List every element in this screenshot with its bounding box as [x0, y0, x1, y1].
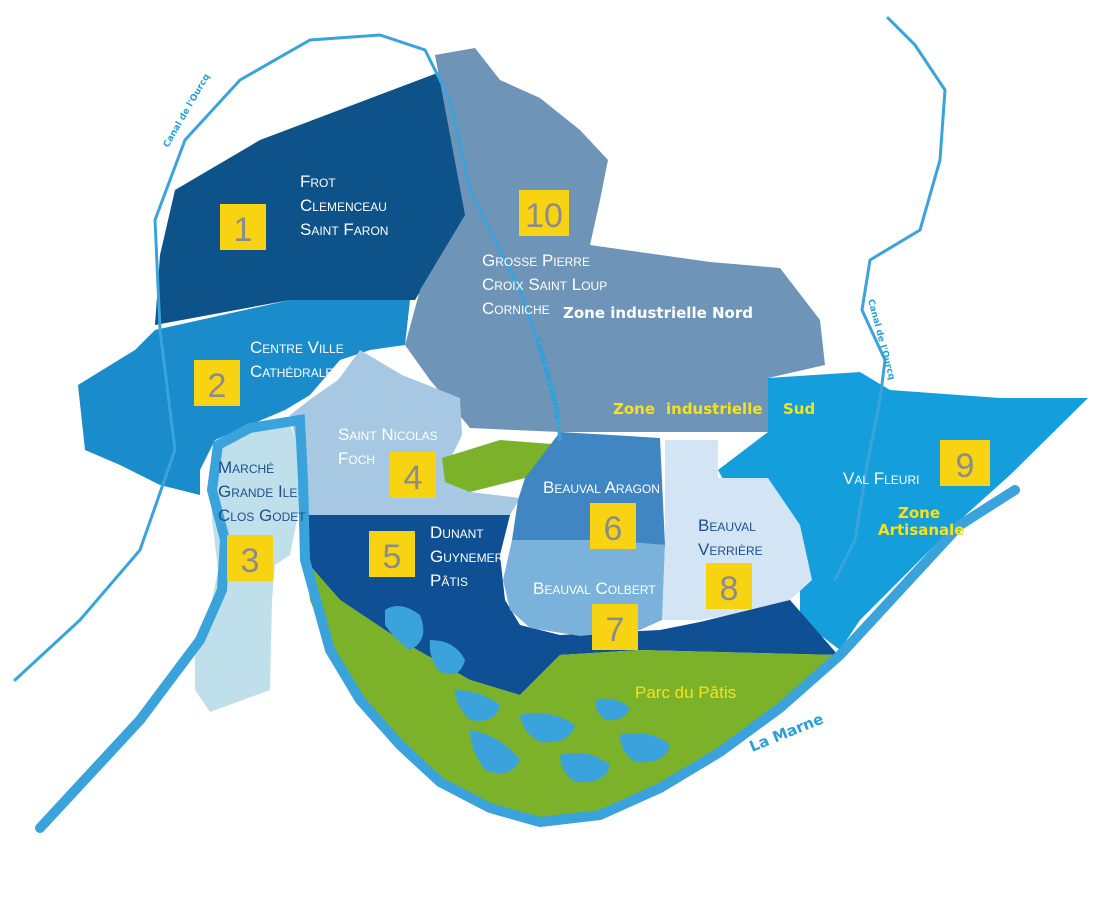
district-1-line-2: Clemenceau: [300, 196, 387, 215]
park-patis-area[interactable]: [305, 560, 838, 820]
district-4-line-1: Saint Nicolas: [338, 425, 438, 444]
district-1-line-1: Frot: [300, 172, 336, 191]
svg-text:6: 6: [604, 510, 623, 548]
svg-text:1: 1: [234, 211, 253, 249]
district-2-badge[interactable]: 2: [194, 360, 240, 406]
canal-east: [833, 16, 947, 582]
river-marne: [35, 414, 1020, 833]
district-2-line-1: Centre Ville: [250, 338, 344, 357]
district-8-line-1: Beauval: [698, 516, 756, 535]
lakes-group: [385, 606, 670, 783]
district-7-line-1: Beauval Colbert: [533, 579, 656, 598]
district-8-line-2: Verrière: [698, 540, 763, 559]
district-1-area[interactable]: [155, 72, 470, 325]
district-5-line-1: Dunant: [430, 523, 484, 542]
district-7-badge[interactable]: 7: [592, 604, 638, 650]
canal-label-3: Canal de l'Ourcq: [865, 298, 896, 381]
canal-west: [13, 33, 562, 682]
svg-text:7: 7: [606, 611, 625, 649]
district-9-line-1: Val Fleuri: [843, 469, 919, 488]
district-2-line-2: Cathédrale: [250, 362, 333, 381]
zone-sud-label-2: industrielle: [666, 400, 763, 418]
zone-nord-label: Zone industrielle Nord: [563, 304, 753, 322]
park-strip-area: [442, 440, 565, 492]
svg-text:9: 9: [956, 447, 975, 485]
district-10-line-2: Croix Saint Loup: [482, 275, 607, 294]
zone-artisanale-label-1: Zone: [898, 504, 940, 522]
district-10-badge[interactable]: 10: [519, 190, 569, 236]
district-4-area[interactable]: [290, 350, 520, 520]
svg-text:8: 8: [720, 570, 739, 608]
district-10-line-3: Corniche: [482, 299, 550, 318]
district-5-badge[interactable]: 5: [369, 531, 415, 577]
district-8-area[interactable]: [662, 440, 812, 620]
district-5-line-3: Pâtis: [430, 571, 468, 590]
zone-sud-label-3: Sud: [783, 400, 815, 418]
district-3-badge[interactable]: 3: [227, 535, 273, 581]
svg-text:4: 4: [404, 459, 423, 497]
district-5-line-2: Guynemer: [430, 547, 504, 566]
district-10-line-1: Grosse Pierre: [482, 251, 590, 270]
district-10-area[interactable]: [405, 48, 825, 432]
svg-text:2: 2: [208, 367, 227, 405]
district-6-line-1: Beauval Aragon: [543, 478, 660, 497]
district-8-badge[interactable]: 8: [706, 563, 752, 609]
district-1-badge[interactable]: 1: [220, 204, 266, 250]
district-4-line-2: Foch: [338, 449, 375, 468]
district-4-badge[interactable]: 4: [390, 452, 436, 498]
svg-text:3: 3: [241, 542, 260, 580]
waterways-group: [13, 16, 1020, 833]
zone-sud-label-1: Zone: [613, 400, 655, 418]
zone-artisanale-label-2: Artisanale: [878, 521, 964, 539]
district-6-badge[interactable]: 6: [590, 503, 636, 549]
district-3-line-2: Grande Ile: [218, 482, 297, 501]
district-1-line-3: Saint Faron: [300, 220, 388, 239]
district-9-badge[interactable]: 9: [940, 440, 990, 486]
district-3-line-1: Marché: [218, 458, 274, 477]
svg-text:10: 10: [525, 197, 563, 235]
district-3-line-3: Clos Godet: [218, 506, 306, 525]
park-label: Parc du Pâtis: [635, 683, 736, 702]
svg-text:5: 5: [383, 538, 402, 576]
